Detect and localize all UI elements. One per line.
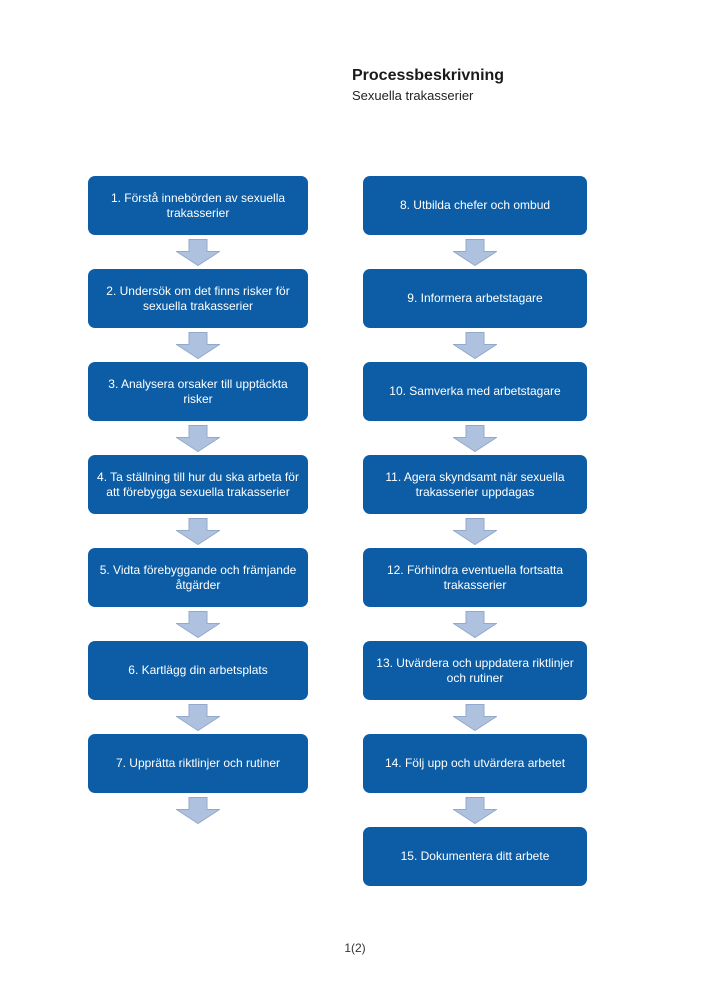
process-step-2: 2. Undersök om det finns risker för sexu… [88,269,308,328]
arrow-down-icon [88,607,308,641]
arrow-down-icon [88,421,308,455]
arrow-down-icon [363,328,587,362]
arrow-down-icon [88,328,308,362]
flow-slot: 3. Analysera orsaker till upptäckta risk… [88,362,308,455]
page-number: 1(2) [344,941,366,955]
process-step-11: 11. Agera skyndsamt när sexuella trakass… [363,455,587,514]
page-subtitle: Sexuella trakasserier [352,88,474,103]
process-step-4: 4. Ta ställning till hur du ska arbeta f… [88,455,308,514]
flow-column-left: 1. Förstå innebörden av sexuella trakass… [88,176,308,827]
flow-slot: 1. Förstå innebörden av sexuella trakass… [88,176,308,269]
flow-slot: 11. Agera skyndsamt när sexuella trakass… [363,455,587,548]
process-step-7: 7. Upprätta riktlinjer och rutiner [88,734,308,793]
process-step-3: 3. Analysera orsaker till upptäckta risk… [88,362,308,421]
flow-slot: 12. Förhindra eventuella fortsatta traka… [363,548,587,641]
process-step-9: 9. Informera arbetstagare [363,269,587,328]
flow-slot: 9. Informera arbetstagare [363,269,587,362]
process-step-5: 5. Vidta förebyggande och främjande åtgä… [88,548,308,607]
process-step-14: 14. Följ upp och utvärdera arbetet [363,734,587,793]
flow-column-right: 8. Utbilda chefer och ombud 9. Informera… [363,176,587,886]
arrow-down-icon [88,514,308,548]
flow-slot: 6. Kartlägg din arbetsplats [88,641,308,734]
flow-slot: 14. Följ upp och utvärdera arbetet [363,734,587,827]
process-step-1: 1. Förstå innebörden av sexuella trakass… [88,176,308,235]
arrow-down-icon [88,793,308,827]
arrow-down-icon [363,235,587,269]
process-step-10: 10. Samverka med arbetstagare [363,362,587,421]
arrow-down-icon [88,235,308,269]
flow-slot: 10. Samverka med arbetstagare [363,362,587,455]
flow-slot: 2. Undersök om det finns risker för sexu… [88,269,308,362]
arrow-down-icon [363,793,587,827]
arrow-down-icon [363,514,587,548]
page-title: Processbeskrivning [352,67,505,84]
flow-slot: 5. Vidta förebyggande och främjande åtgä… [88,548,308,641]
process-step-6: 6. Kartlägg din arbetsplats [88,641,308,700]
arrow-down-icon [363,700,587,734]
process-step-12: 12. Förhindra eventuella fortsatta traka… [363,548,587,607]
arrow-down-icon [88,700,308,734]
arrow-down-icon [363,421,587,455]
flow-slot: 13. Utvärdera och uppdatera riktlinjer o… [363,641,587,734]
arrow-down-icon [363,607,587,641]
process-step-13: 13. Utvärdera och uppdatera riktlinjer o… [363,641,587,700]
flow-slot: 7. Upprätta riktlinjer och rutiner [88,734,308,827]
flow-slot: 8. Utbilda chefer och ombud [363,176,587,269]
document-header: Processbeskrivning Sexuella trakasserier [352,66,504,104]
process-step-15: 15. Dokumentera ditt arbete [363,827,587,886]
process-step-8: 8. Utbilda chefer och ombud [363,176,587,235]
flow-slot: 4. Ta ställning till hur du ska arbeta f… [88,455,308,548]
